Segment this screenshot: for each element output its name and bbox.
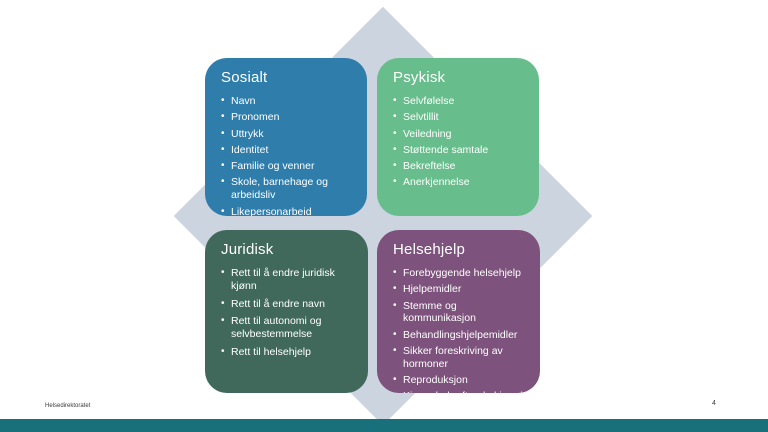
list-item: Reproduksjon [393, 374, 527, 387]
list-item: Kjønnsbekreftende kirurgi [393, 390, 527, 393]
list-item: Selvfølelse [393, 95, 526, 108]
list-item: Uttrykk [221, 128, 354, 141]
list-item: Navn [221, 95, 354, 108]
list-item: Identitet [221, 144, 354, 157]
list-item: Støttende samtale [393, 144, 526, 157]
quadrant-sosialt: Sosialt Navn Pronomen Uttrykk Identitet … [205, 58, 367, 216]
list-item: Likepersonarbeid [221, 206, 354, 216]
list-item: Forebyggende helsehjelp [393, 267, 527, 280]
list-item: Stemme og kommunikasjon [393, 300, 527, 326]
list-item: Selvtillit [393, 111, 526, 124]
list-item: Pronomen [221, 111, 354, 124]
list-item: Familie og venner [221, 160, 354, 173]
quadrant-psykisk: Psykisk Selvfølelse Selvtillit Veilednin… [377, 58, 539, 216]
list-item: Anerkjennelse [393, 176, 526, 189]
list-item: Rett til å endre juridisk kjønn [221, 267, 355, 293]
list-item: Skole, barnehage og arbeidsliv [221, 176, 354, 202]
quadrant-list-psykisk: Selvfølelse Selvtillit Veiledning Støtte… [393, 95, 526, 189]
quadrant-list-helsehjelp: Forebyggende helsehjelp Hjelpemidler Ste… [393, 267, 527, 393]
quadrant-helsehjelp: Helsehjelp Forebyggende helsehjelp Hjelp… [377, 230, 540, 393]
list-item: Veiledning [393, 128, 526, 141]
list-item: Bekreftelse [393, 160, 526, 173]
quadrant-juridisk: Juridisk Rett til å endre juridisk kjønn… [205, 230, 368, 393]
quadrant-title-juridisk: Juridisk [221, 241, 274, 258]
footer-organization: Helsedirektoratet [45, 403, 91, 409]
quadrant-title-sosialt: Sosialt [221, 69, 268, 86]
page-number: 4 [712, 400, 716, 407]
list-item: Hjelpemidler [393, 283, 527, 296]
bottom-accent-bar [0, 419, 768, 432]
quadrant-title-psykisk: Psykisk [393, 69, 446, 86]
quadrant-title-helsehjelp: Helsehjelp [393, 241, 466, 258]
quadrant-list-juridisk: Rett til å endre juridisk kjønn Rett til… [221, 267, 355, 359]
list-item: Rett til autonomi og selvbestemmelse [221, 315, 355, 341]
quadrant-list-sosialt: Navn Pronomen Uttrykk Identitet Familie … [221, 95, 354, 216]
list-item: Rett til helsehjelp [221, 346, 355, 359]
list-item: Behandlingshjelpemidler [393, 329, 527, 342]
list-item: Rett til å endre navn [221, 298, 355, 311]
list-item: Sikker foreskriving av hormoner [393, 345, 527, 371]
